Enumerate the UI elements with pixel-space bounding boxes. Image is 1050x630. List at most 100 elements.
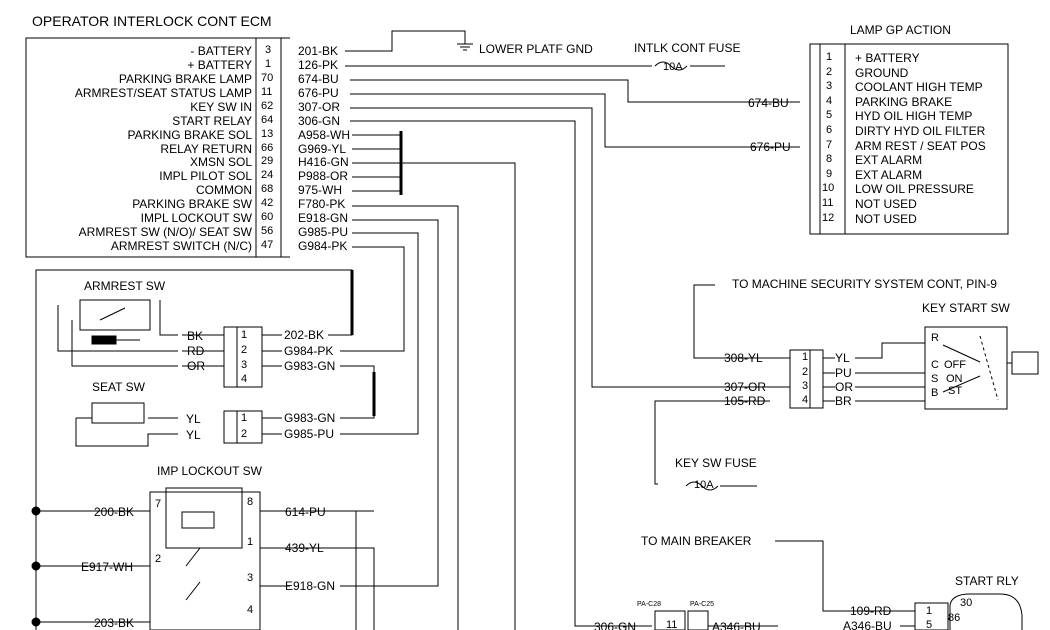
- lamp-pin-label: GROUND: [855, 66, 909, 80]
- ecm-pin-label: + BATTERY: [187, 58, 252, 72]
- ecm-pin-number: 64: [261, 114, 274, 126]
- wire-676-pu: [350, 93, 800, 148]
- security-label: TO MACHINE SECURITY SYSTEM CONT, PIN-9: [732, 277, 997, 291]
- key-fuse-symbol: [685, 481, 719, 491]
- bottom-tag-2: PA-C25: [690, 601, 714, 608]
- lamp-pin-label: NOT USED: [855, 212, 917, 226]
- imp-pin-1: 1: [247, 536, 254, 548]
- seat-sw-title: SEAT SW: [92, 380, 145, 394]
- key-color-4: BR: [835, 394, 852, 408]
- lamp-pin-number: 7: [826, 139, 833, 151]
- ecm-wire-label: G985-PU: [298, 225, 349, 239]
- lamp-pin-label: HYD OIL HIGH TEMP: [855, 109, 973, 123]
- ecm-wire-label: 201-BK: [298, 44, 339, 58]
- ecm-wire-label: F780-PK: [298, 197, 346, 211]
- armrest-connector: [223, 326, 263, 388]
- lamp-pin-label: PARKING BRAKE: [855, 95, 953, 109]
- ecm-pin-label: RELAY RETURN: [160, 142, 252, 156]
- ecm-pin-number: 1: [265, 58, 272, 70]
- ecm-pin-label: ARMREST SWITCH (N/C): [110, 239, 252, 253]
- wire-308-yl: [693, 284, 790, 359]
- wire-674-bu: [350, 79, 800, 103]
- wire-f780-pk: [352, 205, 459, 630]
- ecm-pin-label: - BATTERY: [190, 44, 252, 58]
- ecm-pin-number: 68: [261, 183, 274, 195]
- key-term-b: B: [931, 387, 939, 399]
- lamp-pin-label: + BATTERY: [855, 51, 920, 65]
- lamp-wire-674: 674-BU: [748, 96, 789, 110]
- ecm-pin-label: ARMREST/SEAT STATUS LAMP: [74, 86, 252, 100]
- key-start-connector: [789, 349, 824, 409]
- key-wire-105: 105-RD: [724, 394, 766, 408]
- ground-wire: [345, 30, 466, 52]
- key-color-2: PU: [835, 366, 852, 380]
- armrest-sw-title: ARMREST SW: [84, 279, 166, 293]
- lower-platf-gnd-label: LOWER PLATF GND: [479, 42, 593, 56]
- armrest-color-1: BK: [187, 329, 204, 343]
- junction-dot: [31, 617, 41, 627]
- lamp-pin-number: 6: [826, 124, 833, 136]
- ecm-wire-label: 676-PU: [298, 86, 339, 100]
- key-start-switch-body: [924, 326, 1008, 410]
- imp-pin-3: 3: [247, 572, 254, 584]
- ecm-pin-label: IMPL PILOT SOL: [159, 169, 252, 183]
- lamp-pin-label: COOLANT HIGH TEMP: [855, 80, 983, 94]
- key-wire-307: 307-OR: [724, 380, 767, 394]
- ecm-pin-label: START RELAY: [172, 114, 252, 128]
- imp-wire-203: 203-BK: [94, 616, 135, 630]
- ecm-pin-label: ARMREST SW (N/O)/ SEAT SW: [78, 225, 252, 239]
- key-pin-3: 3: [802, 380, 809, 392]
- lamp-pin-number: 2: [826, 66, 833, 78]
- ecm-wire-label: E918-GN: [298, 211, 349, 225]
- key-pos-off: OFF: [944, 359, 966, 371]
- ecm-pin-number: 60: [261, 211, 274, 223]
- lamp-pin-label: EXT ALARM: [855, 153, 923, 167]
- ecm-wire-label: G969-YL: [298, 142, 347, 156]
- armrest-color-3: OR: [187, 359, 205, 373]
- ecm-pin-number: 24: [261, 169, 274, 181]
- start-rly-wire-out: A346-BU: [843, 619, 892, 630]
- lamp-wire-676: 676-PU: [750, 140, 791, 154]
- lamp-pin-number: 3: [826, 80, 833, 92]
- lamp-pin-number: 5: [826, 109, 833, 121]
- ecm-pin-label: PARKING BRAKE SOL: [127, 128, 252, 142]
- lamp-gp-title: LAMP GP ACTION: [850, 23, 951, 37]
- ecm-pin-number: 11: [261, 86, 273, 98]
- seat-color-1: YL: [186, 412, 201, 426]
- seat-wire-2: G985-PU: [284, 427, 335, 441]
- ecm-wire-label: P988-OR: [298, 169, 349, 183]
- ecm-wire-label: 126-PK: [298, 58, 339, 72]
- lamp-pin-number: 1: [826, 51, 833, 63]
- imp-lockout-title: IMP LOCKOUT SW: [157, 464, 262, 478]
- lamp-pin-number: 8: [826, 153, 833, 165]
- key-pos-on: ON: [946, 373, 963, 385]
- ecm-wire-label: 306-GN: [298, 114, 341, 128]
- start-rly-pin-5: 5: [926, 619, 933, 630]
- seat-switch-symbol: [91, 402, 145, 424]
- imp-pin-4: 4: [247, 604, 254, 616]
- bottom-tag-1: PA-C28: [637, 601, 661, 608]
- lamp-pin-label: LOW OIL PRESSURE: [855, 182, 974, 196]
- ecm-wire-label: A958-WH: [298, 128, 351, 142]
- imp-wire-e918: E918-GN: [285, 579, 336, 593]
- ecm-wire-label: G984-PK: [298, 239, 348, 253]
- ecm-pin-number: 29: [261, 155, 274, 167]
- ecm-pin-label: KEY SW IN: [190, 100, 252, 114]
- imp-pin-7: 7: [155, 498, 162, 510]
- lamp-pin-number: 9: [826, 168, 833, 180]
- seat-connector: [223, 410, 263, 444]
- ecm-pin-label: PARKING BRAKE SW: [132, 197, 252, 211]
- jumper-g983: [340, 365, 375, 419]
- start-relay-body: [949, 593, 1023, 630]
- bottom-wire-a346: A346-BU: [712, 620, 761, 630]
- key-pin-2: 2: [802, 366, 809, 378]
- start-rly-term-86: 86: [948, 612, 961, 624]
- ecm-pin-number: 62: [261, 100, 274, 112]
- ecm-pin-number: 66: [261, 142, 274, 154]
- imp-wire-e917: E917-WH: [81, 560, 134, 574]
- armrest-pin-1: 1: [241, 329, 248, 341]
- seat-color-2: YL: [186, 428, 201, 442]
- armrest-wire-2: G984-PK: [284, 344, 334, 358]
- key-pin-4: 4: [802, 394, 809, 406]
